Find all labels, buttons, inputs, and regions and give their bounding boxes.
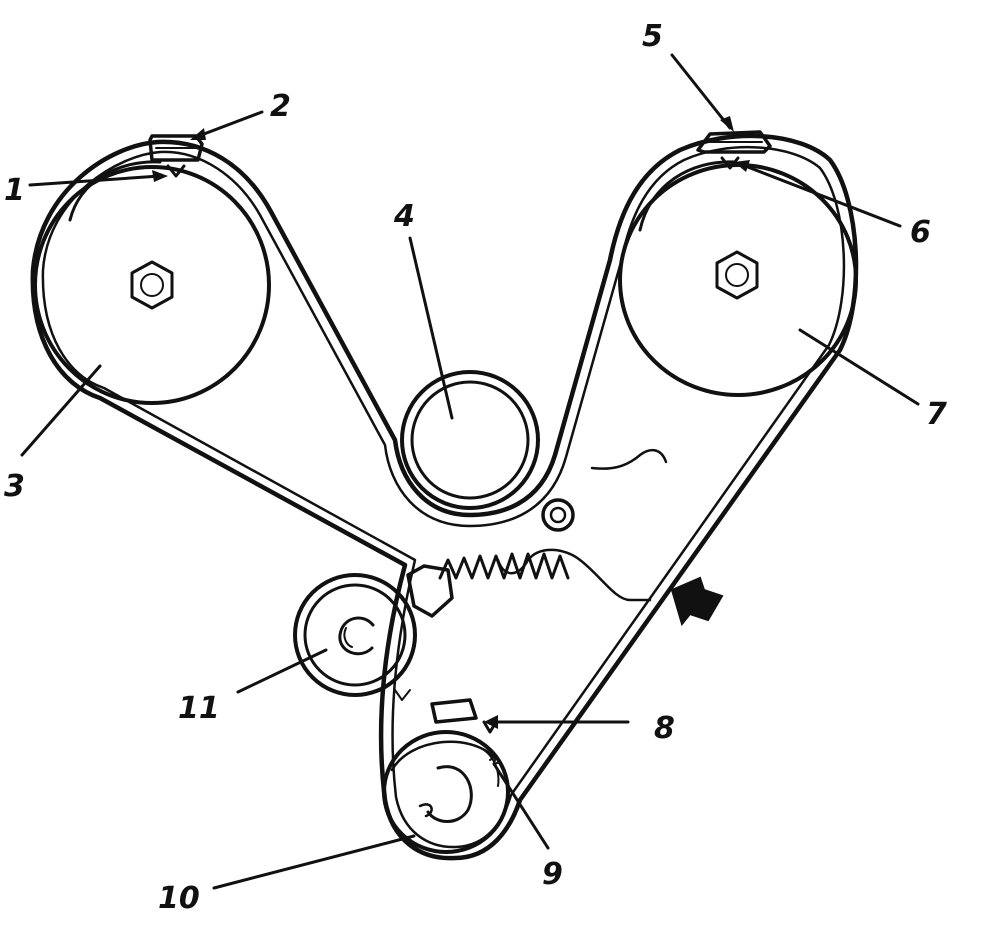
label-2: 2 [270, 89, 291, 124]
label-8: 8 [654, 711, 675, 746]
right-camshaft-pulley [618, 160, 858, 397]
crankshaft-pulley [382, 730, 510, 854]
label-10: 10 [158, 881, 200, 916]
timing-belt [30, 133, 859, 861]
label-6: 6 [910, 215, 931, 250]
label-5: 5 [642, 19, 663, 54]
label-9: 9 [542, 857, 563, 892]
callout-leaders [20, 53, 920, 890]
rotation-direction-arrow [670, 576, 724, 627]
tensioner-bracket [406, 564, 454, 618]
right-timing-mark-housing [696, 130, 772, 170]
label-4: 4 [393, 199, 415, 234]
tensioner-spring [406, 498, 575, 618]
label-11: 11 [178, 691, 220, 726]
label-7: 7 [926, 397, 947, 432]
left-camshaft-hex-bolt [130, 260, 174, 310]
tensioner-pulley [293, 573, 417, 701]
label-3: 3 [4, 469, 25, 504]
idler-pulley [400, 370, 540, 510]
spring-anchor-bolt [541, 498, 575, 532]
left-timing-mark-housing [148, 134, 204, 178]
crankshaft-timing-mark-housing [430, 698, 498, 734]
callout-labels: 1 2 3 4 5 6 7 8 9 10 11 [4, 19, 947, 916]
sensor-wire [496, 448, 668, 602]
left-camshaft-pulley [33, 160, 271, 405]
right-camshaft-hex-bolt [715, 250, 759, 300]
label-1: 1 [4, 173, 25, 208]
